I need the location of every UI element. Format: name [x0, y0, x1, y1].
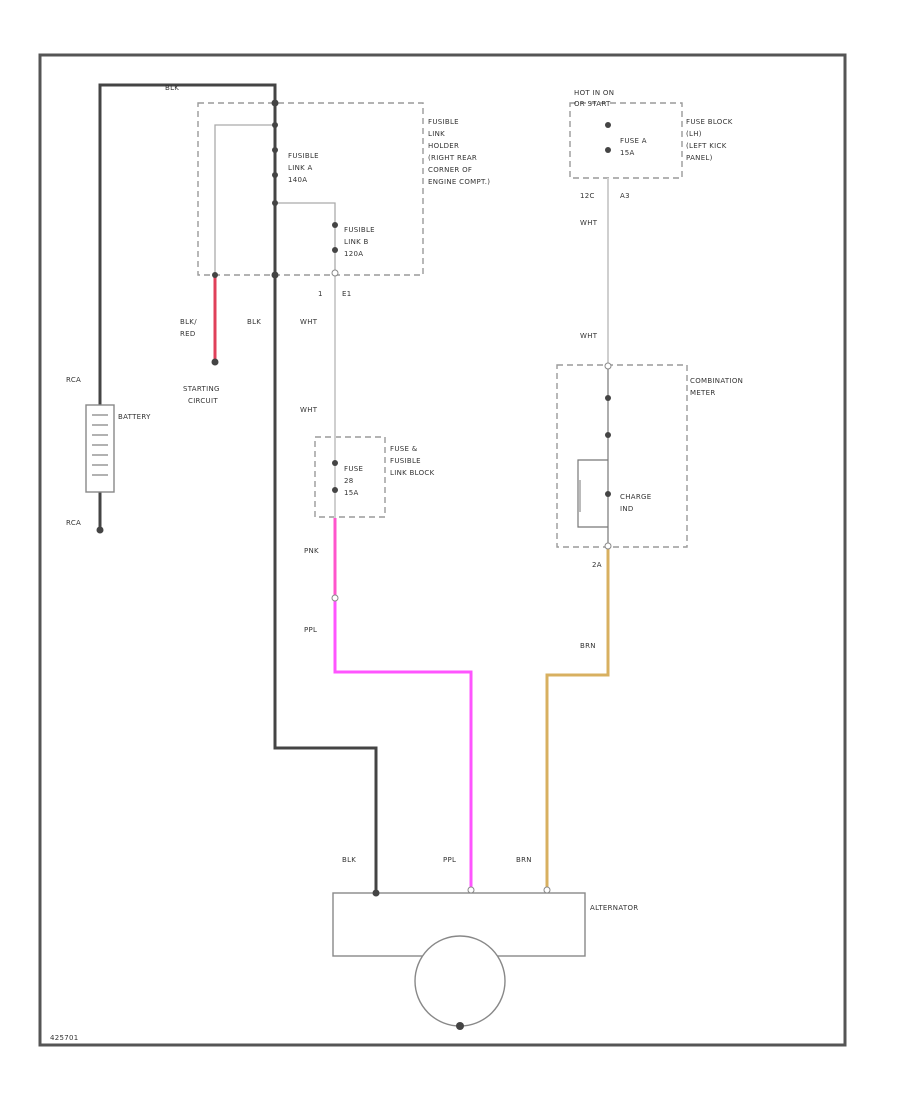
fuse-block-line-3: LINK BLOCK — [390, 469, 435, 477]
ppl-wire — [333, 600, 473, 893]
wire-to-link-b — [275, 202, 336, 272]
alternator-label: ALTERNATOR — [590, 904, 638, 912]
battery-minus-label: RCA — [66, 519, 81, 527]
combination-meter-box — [556, 364, 688, 548]
meter-internal-wires — [577, 366, 609, 548]
wire-label-ppl: PPL — [304, 626, 317, 634]
wire-label-alt-blk: BLK — [342, 856, 356, 864]
fuse-block-line2: (LH) — [686, 130, 702, 138]
fuse-block-line1: FUSE BLOCK — [686, 118, 733, 126]
fusible-link-a-line3: 140A — [288, 176, 307, 184]
battery-label: BATTERY — [118, 413, 151, 421]
battery-cells — [92, 414, 108, 476]
fuse-28-line1: FUSE — [344, 465, 363, 473]
charge-ind-line1: CHARGE — [620, 493, 651, 501]
holder-line6: ENGINE COMPT.) — [428, 178, 490, 186]
holder-line5: CORNER OF — [428, 166, 472, 174]
fusible-link-b-line2: LINK B — [344, 238, 369, 246]
starting-circuit-line2: CIRCUIT — [188, 397, 218, 405]
fuse-a-line1: FUSE A — [620, 137, 647, 145]
fusible-link-a-line1: FUSIBLE — [288, 152, 319, 160]
wire-label-brn: BRN — [580, 642, 596, 650]
holder-line1: FUSIBLE — [428, 118, 459, 126]
alternator-symbol — [414, 935, 506, 1027]
blk-wire-main — [98, 83, 378, 893]
fuse-block-line-2: FUSIBLE — [390, 457, 421, 465]
wire-label-wht-1: WHT — [300, 318, 318, 326]
brn-wire — [545, 548, 610, 893]
fusible-link-b-line1: FUSIBLE — [344, 226, 375, 234]
fusible-link-holder-box — [197, 102, 424, 276]
fuse-block-line-1: FUSE & — [390, 445, 418, 453]
fuse-fusible-link-block-box — [314, 436, 386, 518]
wire-label-pnk: PNK — [304, 547, 319, 555]
diagram-frame — [38, 53, 847, 1047]
fuse-28-line3: 15A — [344, 489, 359, 497]
connector-a3: A3 — [620, 192, 630, 200]
fusible-link-a-line2: LINK A — [288, 164, 313, 172]
alternator-ground — [456, 1022, 464, 1030]
wire-label-wht-4: WHT — [580, 332, 598, 340]
blk-red-line1: BLK/ — [180, 318, 197, 326]
connector-1: 1 — [318, 290, 323, 298]
connector-12c: 12C — [580, 192, 595, 200]
connector-e1: E1 — [342, 290, 351, 298]
fuse-block-line3: (LEFT KICK — [686, 142, 727, 150]
fuse-28-line2: 28 — [344, 477, 354, 485]
wire-label-wht-3: WHT — [580, 219, 598, 227]
hot-in-on-line2: OR START — [574, 100, 611, 108]
combination-meter-line1: COMBINATION — [690, 377, 743, 385]
blk-wires — [98, 83, 378, 893]
battery — [85, 404, 115, 493]
wire-label-alt-ppl: PPL — [443, 856, 456, 864]
fuse-a-line2: 15A — [620, 149, 635, 157]
wire-label-alt-brn: BRN — [516, 856, 532, 864]
blk-red-line2: RED — [180, 330, 196, 338]
starting-circuit-line1: STARTING — [183, 385, 220, 393]
wire-label-blk-left: BLK — [247, 318, 261, 326]
fusible-link-b-line3: 120A — [344, 250, 363, 258]
wire-label-top-blk: BLK — [165, 84, 179, 92]
wire-to-starting — [214, 124, 275, 275]
terminals — [96, 99, 612, 897]
labels: BLK FUSIBLE LINK A 140A FUSIBLE LINK B 1… — [50, 84, 743, 1042]
fuse-block-line4: PANEL) — [686, 154, 713, 162]
holder-line2: LINK — [428, 130, 445, 138]
holder-line4: (RIGHT REAR — [428, 154, 477, 162]
wire-label-wht-2: WHT — [300, 406, 318, 414]
connector-2a: 2A — [592, 561, 602, 569]
figure-id: 425701 — [50, 1034, 79, 1042]
combination-meter-line2: METER — [690, 389, 716, 397]
holder-line3: HOLDER — [428, 142, 459, 150]
battery-plus-label: RCA — [66, 376, 81, 384]
alternator — [332, 892, 586, 1030]
fuse-block-box — [569, 102, 683, 179]
hot-in-on-line1: HOT IN ON — [574, 89, 614, 97]
charge-ind-line2: IND — [620, 505, 634, 513]
